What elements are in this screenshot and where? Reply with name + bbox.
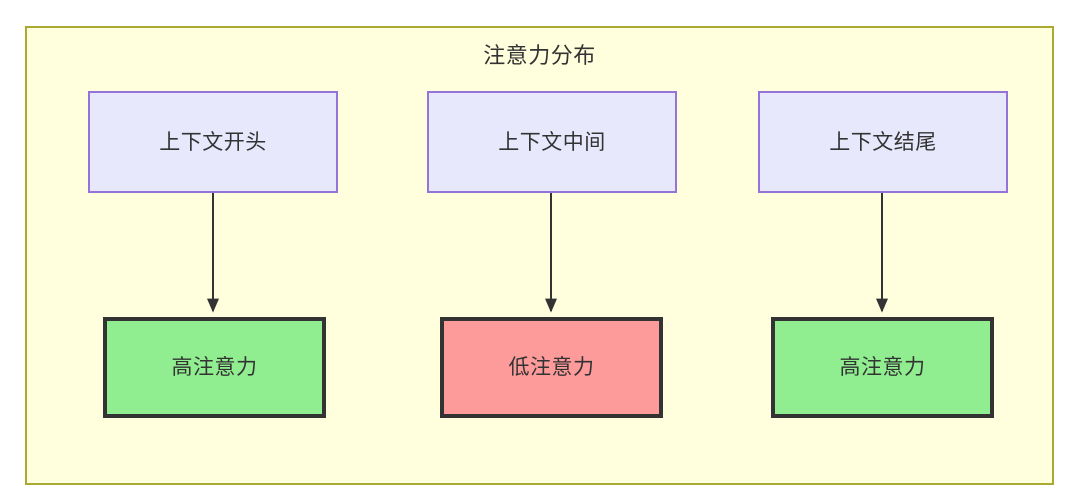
node-context-middle[interactable]: 上下文中间 bbox=[427, 91, 677, 193]
node-context-end[interactable]: 上下文结尾 bbox=[758, 91, 1008, 193]
node-attention-high-end[interactable]: 高注意力 bbox=[771, 317, 994, 418]
subgraph-title: 注意力分布 bbox=[483, 43, 596, 68]
node-context-begin[interactable]: 上下文开头 bbox=[88, 91, 338, 193]
node-attention-low-middle[interactable]: 低注意力 bbox=[440, 317, 663, 418]
node-attention-high-begin[interactable]: 高注意力 bbox=[103, 317, 326, 418]
